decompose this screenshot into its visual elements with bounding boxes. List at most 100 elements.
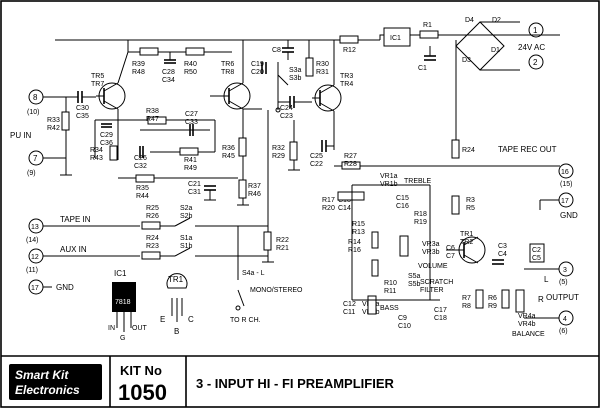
pin-1-label: 1: [533, 26, 538, 35]
pin-4-alt: (6): [559, 328, 568, 335]
label-r14: R14: [348, 239, 361, 246]
label-c22: C22: [310, 161, 323, 168]
tape-in-label: TAPE IN: [60, 215, 91, 224]
pin-17-out-label: 17: [561, 198, 569, 205]
label-r3: R3: [466, 197, 475, 204]
label-c28: C28: [162, 69, 175, 76]
label-c29: C29: [100, 132, 113, 139]
label-r20: R20: [322, 205, 335, 212]
resistor-r22: [263, 231, 272, 251]
pin-3-label: 3: [563, 267, 567, 274]
label-tr8: TR8: [221, 69, 234, 76]
label-c20: C20: [251, 69, 264, 76]
label-c35: C35: [76, 113, 89, 120]
label-r34: R34: [90, 147, 103, 154]
label-c15: C15: [396, 195, 409, 202]
resistor-r38: [147, 116, 167, 125]
cap-c2-box: [529, 243, 545, 263]
resistor-r23: [141, 251, 161, 260]
pin-12-label: 12: [31, 254, 39, 261]
label-r15: R15: [352, 221, 365, 228]
label-vr3b: VR3b: [422, 249, 440, 256]
label-vr4b: VR4b: [518, 321, 536, 328]
label-c27: C27: [185, 111, 198, 118]
label-c36: C36: [100, 140, 113, 147]
label-tr1: TR1: [460, 231, 473, 238]
tr1-package-label: TR1: [168, 275, 184, 284]
tr1-body: [166, 273, 188, 289]
label-r10: R10: [384, 280, 397, 287]
label-c6: C6: [446, 245, 455, 252]
label-c31: C31: [188, 189, 201, 196]
label-r41: R41: [184, 157, 197, 164]
label-r12: R12: [343, 47, 356, 54]
resistor-r41: [179, 147, 199, 156]
label-c30: C30: [76, 105, 89, 112]
ic1-g-label: G: [120, 335, 125, 342]
pin-3-alt: (5): [559, 279, 568, 286]
label-c33: C33: [185, 119, 198, 126]
schematic-title: 3 - INPUT HI - FI PREAMPLIFIER: [196, 376, 395, 391]
resistor-r25: [141, 221, 161, 230]
resistor-r30: [305, 57, 314, 77]
label-tr7: TR7: [91, 81, 104, 88]
label-r5: R5: [466, 205, 475, 212]
label-vr1b: VR1b: [380, 181, 398, 188]
resistor-r36: [238, 137, 247, 157]
resistor-r35: [135, 174, 155, 183]
kit-number: 1050: [118, 380, 167, 405]
resistor-r12: [339, 35, 359, 44]
pin-16-circle: [558, 163, 574, 179]
label-r28: R28: [344, 161, 357, 168]
pin-4-label: 4: [563, 316, 567, 323]
label-r8: R8: [462, 303, 471, 310]
resistor-r37: [238, 179, 247, 199]
top-rail-right: [379, 34, 560, 40]
label-r50: R50: [184, 69, 197, 76]
power-label: 24V AC: [518, 43, 545, 52]
ic1-body: [112, 292, 136, 312]
label-c10: C10: [398, 323, 411, 330]
resistor-r24: [451, 139, 460, 159]
ic1-out-label: OUT: [132, 325, 148, 332]
resistor-r7: [475, 289, 484, 309]
resistor-r14: [371, 259, 379, 277]
pin-13-label: 13: [31, 224, 39, 231]
label-c12: C12: [343, 301, 356, 308]
label-r6: R6: [488, 295, 497, 302]
label-r24b: R24: [146, 235, 159, 242]
label-c17: C17: [434, 307, 447, 314]
label-s5a: S5a: [408, 273, 421, 280]
label-r48: R48: [132, 69, 145, 76]
ic1-in-label: IN: [108, 325, 115, 332]
output-l-label: L: [544, 275, 549, 284]
label-r33: R33: [47, 117, 60, 124]
resistor-r3: [451, 195, 460, 215]
label-bass: BASS: [380, 305, 399, 312]
label-c21: C21: [188, 181, 201, 188]
brand-line-1: Smart Kit: [15, 368, 69, 382]
tr1-e-label: E: [160, 315, 165, 324]
label-c9: C9: [398, 315, 407, 322]
label-vr4a: VR4a: [518, 313, 536, 320]
pin-2-label: 2: [533, 58, 538, 67]
resistor-r32: [289, 141, 298, 161]
label-r44: R44: [136, 193, 149, 200]
label-r30: R30: [316, 61, 329, 68]
brand-logo: [9, 364, 102, 400]
label-c32: C32: [134, 163, 147, 170]
label-d2: D2: [492, 17, 501, 24]
label-s1b: S1b: [180, 243, 193, 250]
aux-in-label: AUX IN: [60, 245, 87, 254]
label-r32: R32: [272, 145, 285, 152]
pin-16-alt: (15): [560, 181, 572, 188]
label-r45: R45: [222, 153, 235, 160]
label-r25: R25: [146, 205, 159, 212]
label-tr2: TR2: [460, 239, 473, 246]
output-label: OUTPUT: [546, 293, 579, 302]
label-s5b: S5b: [408, 281, 421, 288]
label-c26: C26: [134, 155, 147, 162]
pin-12-alt: (11): [26, 267, 38, 274]
label-r13: R13: [352, 229, 365, 236]
